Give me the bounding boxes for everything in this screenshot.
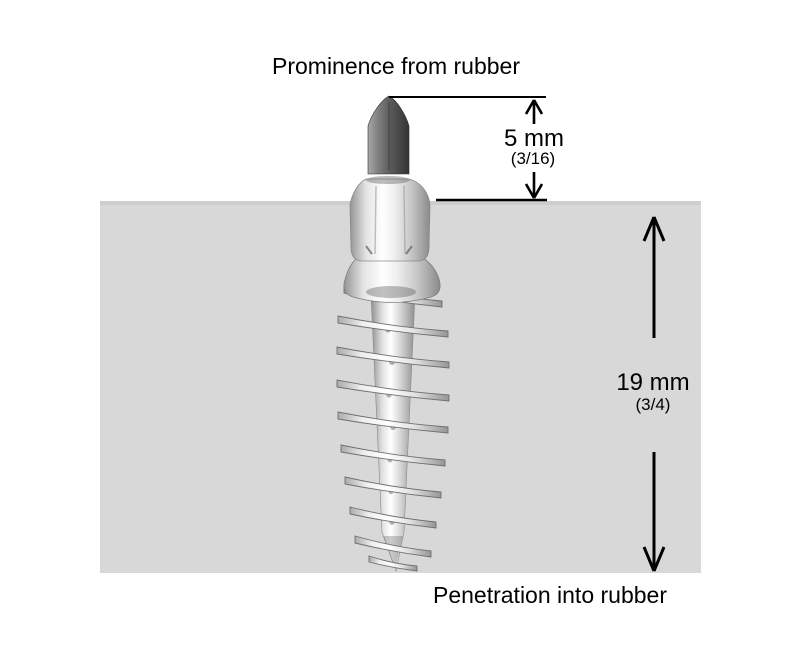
head-wrench-marks (365, 245, 413, 255)
stud-head (349, 178, 431, 262)
penetration-value: 19 mm (616, 369, 690, 396)
penetration-label: Penetration into rubber (433, 582, 667, 608)
tire-stud-illustration (336, 95, 450, 573)
dimension-annotations (389, 96, 666, 572)
penetration-arrow-down (642, 452, 666, 572)
prominence-arrow-up (524, 99, 544, 124)
penetration-arrow-up (642, 216, 666, 338)
prominence-label: Prominence from rubber (272, 53, 520, 79)
prominence-arrow-down (524, 172, 544, 199)
head-facet-lines (374, 185, 406, 255)
stud-flange (343, 257, 441, 303)
stud-threads (336, 285, 450, 572)
flange-shadow (366, 286, 416, 298)
stud-shank (370, 294, 416, 573)
pin-base-shadow (366, 176, 410, 184)
prominence-fraction: (3/16) (510, 149, 556, 168)
penetration-fraction: (3/4) (635, 395, 671, 414)
prominence-value: 5 mm (504, 125, 564, 152)
